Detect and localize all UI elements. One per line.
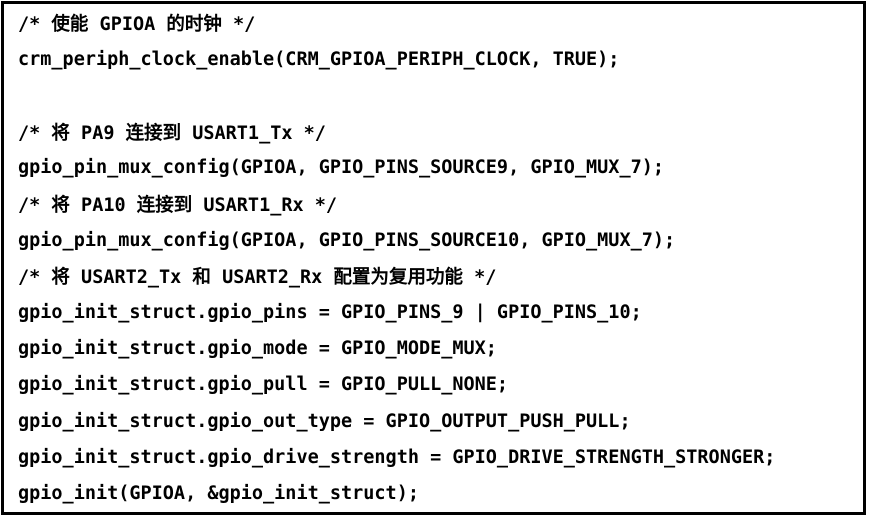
code-line: /* 使能 GPIOA 的时钟 */ (18, 14, 256, 36)
code-line: gpio_pin_mux_config(GPIOA, GPIO_PINS_SOU… (18, 229, 676, 251)
code-line: gpio_init_struct.gpio_pull = GPIO_PULL_N… (18, 374, 509, 396)
code-line: gpio_init_struct.gpio_pins = GPIO_PINS_9… (18, 302, 642, 324)
code-line: gpio_init_struct.gpio_out_type = GPIO_OU… (18, 410, 631, 432)
code-line: gpio_init(GPIOA, &gpio_init_struct); (18, 483, 419, 505)
code-line (18, 77, 863, 113)
code-line: crm_periph_clock_enable(CRM_GPIOA_PERIPH… (18, 48, 620, 70)
code-line: /* 将 USART2_Tx 和 USART2_Rx 配置为复用功能 */ (18, 267, 497, 289)
code-line: gpio_init_struct.gpio_mode = GPIO_MODE_M… (18, 338, 497, 360)
code-line: gpio_init_struct.gpio_drive_strength = G… (18, 446, 776, 468)
code-line: /* 将 PA10 连接到 USART1_Rx */ (18, 195, 338, 217)
code-line: gpio_pin_mux_config(GPIOA, GPIO_PINS_SOU… (18, 157, 665, 179)
code-line: /* 将 PA9 连接到 USART1_Tx */ (18, 122, 326, 144)
